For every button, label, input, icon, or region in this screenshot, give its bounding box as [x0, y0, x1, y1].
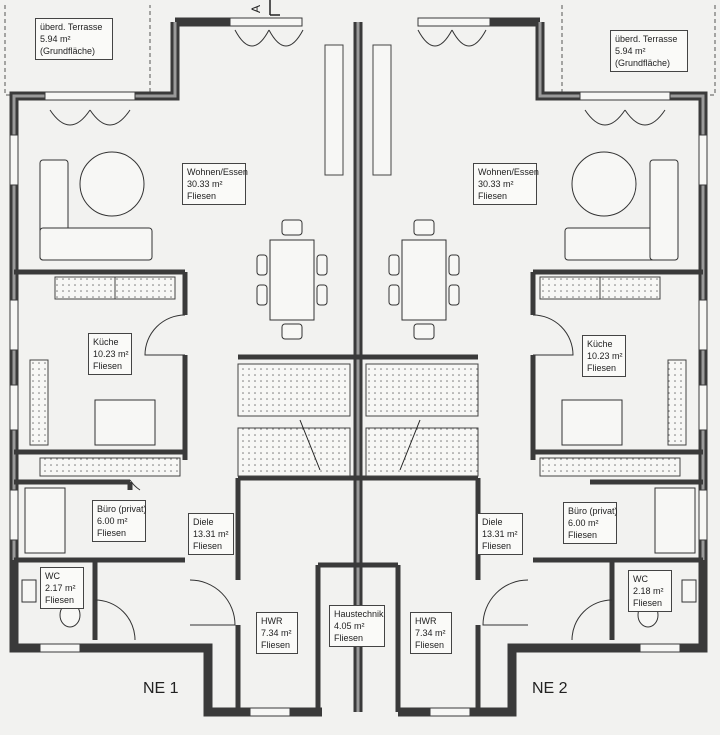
section-marker: [269, 0, 280, 16]
chairs: [256, 219, 460, 340]
room-area: 6.00 m²: [568, 518, 599, 528]
sofas: [39, 159, 679, 261]
room-label-diele-left: Diele 13.31 m² Fliesen: [188, 513, 234, 555]
room-floor: Fliesen: [261, 640, 291, 650]
room-area: 10.23 m²: [587, 351, 623, 361]
room-name: WC: [45, 571, 60, 581]
room-area: 5.94 m²: [40, 34, 71, 44]
room-floor: Fliesen: [478, 191, 508, 201]
room-area: 7.34 m²: [415, 628, 446, 638]
room-label-hwr-right: HWR 7.34 m² Fliesen: [410, 612, 452, 654]
room-name: Büro (privat): [568, 506, 618, 516]
room-label-kueche-right: Küche 10.23 m² Fliesen: [582, 335, 626, 377]
cabinets: [324, 44, 392, 176]
room-name: überd. Terrasse: [40, 22, 103, 32]
room-area: 13.31 m²: [482, 529, 518, 539]
room-name: Büro (privat): [97, 504, 147, 514]
room-area: 30.33 m²: [187, 179, 223, 189]
room-area: 10.23 m²: [93, 349, 129, 359]
room-area: 2.18 m²: [633, 586, 664, 596]
room-floor: Fliesen: [568, 530, 598, 540]
room-floor: Fliesen: [93, 361, 123, 371]
room-area: 2.17 m²: [45, 583, 76, 593]
room-label-wc-left: WC 2.17 m² Fliesen: [40, 567, 84, 609]
room-area: 5.94 m²: [615, 46, 646, 56]
room-floor: Fliesen: [187, 191, 217, 201]
room-floor: Fliesen: [587, 363, 617, 373]
room-area: 6.00 m²: [97, 516, 128, 526]
room-label-hwr-left: HWR 7.34 m² Fliesen: [256, 612, 298, 654]
room-label-terrasse-left: überd. Terrasse 5.94 m² (Grundfläche): [35, 18, 113, 60]
room-area: 30.33 m²: [478, 179, 514, 189]
room-label-buero-right: Büro (privat) 6.00 m² Fliesen: [563, 502, 618, 544]
windows: [9, 17, 708, 717]
room-name: Küche: [587, 339, 613, 349]
room-name: WC: [633, 574, 648, 584]
room-name: HWR: [415, 616, 437, 626]
room-area: 4.05 m²: [334, 621, 365, 631]
door-swings: [49, 29, 666, 641]
kitchen-counters: [29, 276, 687, 477]
room-name: Haustechnik: [334, 609, 384, 619]
room-floor: Fliesen: [45, 595, 75, 605]
room-label-haustechnik: Haustechnik 4.05 m² Fliesen: [329, 605, 385, 647]
inner-walls: [14, 269, 703, 712]
room-name: Diele: [193, 517, 214, 527]
room-floor: Fliesen: [482, 541, 512, 551]
room-name: überd. Terrasse: [615, 34, 678, 44]
room-label-diele-right: Diele 13.31 m² Fliesen: [477, 513, 523, 555]
room-floor: Fliesen: [633, 598, 663, 608]
room-area: 13.31 m²: [193, 529, 229, 539]
room-label-kueche-left: Küche 10.23 m² Fliesen: [88, 333, 132, 375]
room-label-wc-right: WC 2.18 m² Fliesen: [628, 570, 672, 612]
desks: [24, 487, 696, 554]
stairs: [237, 363, 479, 477]
section-marker-label: A: [249, 4, 264, 14]
room-name: Diele: [482, 517, 503, 527]
room-name: Wohnen/Essen: [478, 167, 539, 177]
round-tables: [79, 151, 637, 217]
room-label-wohnen-left: Wohnen/Essen 30.33 m² Fliesen: [182, 163, 248, 205]
room-label-terrasse-right: überd. Terrasse 5.94 m² (Grundfläche): [610, 30, 688, 72]
room-floor: Fliesen: [334, 633, 364, 643]
room-area: 7.34 m²: [261, 628, 292, 638]
stair-arrows: [299, 419, 421, 471]
unit-label-ne1: NE 1: [143, 680, 179, 697]
dining-tables: [94, 239, 623, 446]
room-floor: Fliesen: [415, 640, 445, 650]
room-floor: Fliesen: [193, 541, 223, 551]
room-name: Wohnen/Essen: [187, 167, 248, 177]
room-name: Küche: [93, 337, 119, 347]
room-label-buero-left: Büro (privat) 6.00 m² Fliesen: [92, 500, 147, 542]
room-name: HWR: [261, 616, 283, 626]
room-label-wohnen-right: Wohnen/Essen 30.33 m² Fliesen: [473, 163, 539, 205]
room-note: (Grundfläche): [40, 46, 96, 56]
room-floor: Fliesen: [97, 528, 127, 538]
unit-label-ne2: NE 2: [532, 680, 568, 697]
room-note: (Grundfläche): [615, 58, 671, 68]
